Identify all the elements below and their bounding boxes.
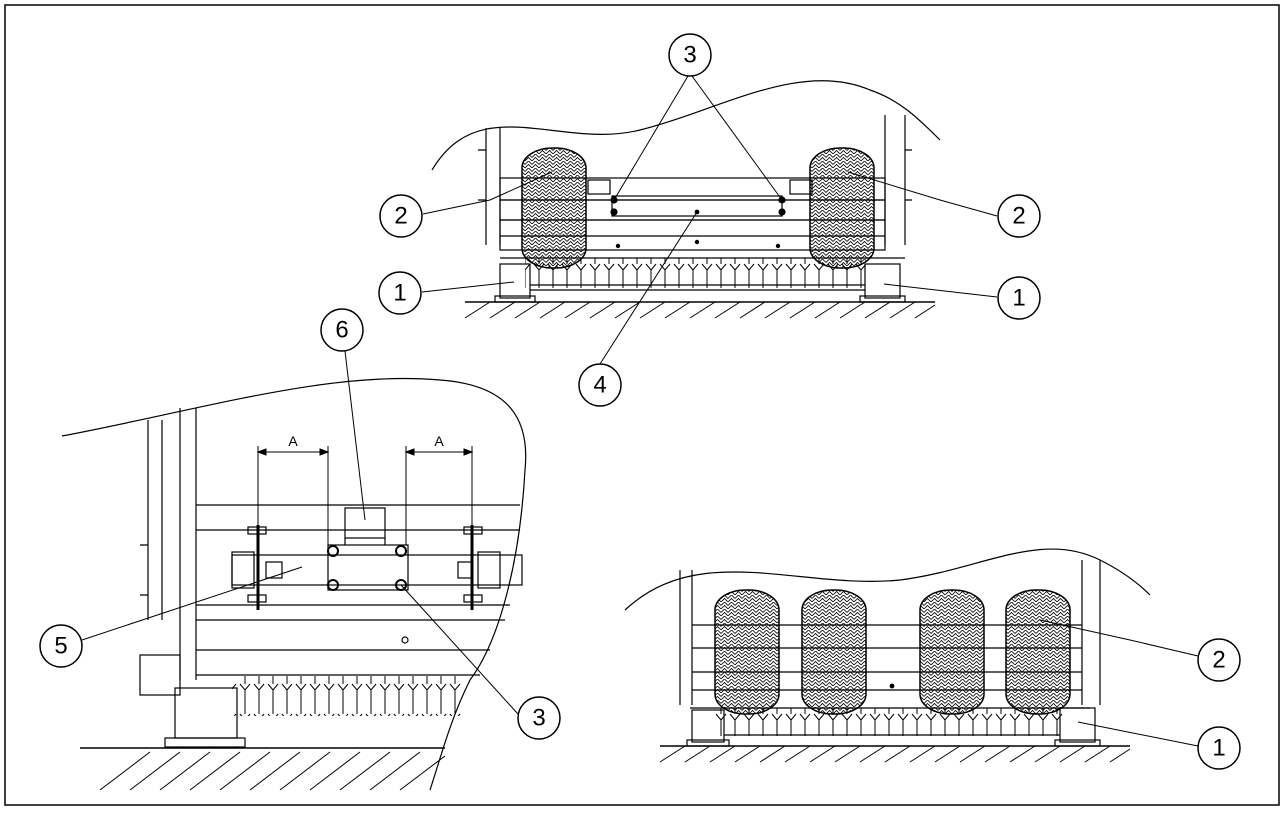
bottom-right-view-machine (624, 548, 1151, 747)
callout-top-1-right-label: 1 (1012, 285, 1025, 312)
detail-ground-hatching (99, 751, 446, 791)
callout-br-1-label: 1 (1212, 735, 1225, 762)
top-ground-hatching (464, 301, 936, 319)
callout-top-2-left: 2 (379, 194, 423, 238)
callout-mid-6-label: 6 (335, 317, 348, 344)
callout-br-1: 1 (1197, 726, 1241, 770)
detail-view-axle-mount (61, 377, 527, 791)
callout-top-2-left-label: 2 (394, 203, 407, 230)
callout-top-1-left: 1 (378, 271, 422, 315)
callout-top-4-label: 4 (593, 372, 606, 399)
dimension-a-right-label: A (434, 433, 444, 449)
callout-mid-5-label: 5 (54, 633, 67, 660)
callout-top-2-right: 2 (997, 194, 1041, 238)
callout-br-2: 2 (1197, 638, 1241, 682)
callout-mid-6: 6 (320, 308, 364, 352)
callout-mid-3: 3 (517, 696, 561, 740)
top-break-line (431, 80, 941, 171)
callout-top-3: 3 (668, 33, 712, 77)
leader-lines (81, 75, 1199, 747)
dimension-a-lines (256, 446, 474, 545)
br-ground-hatching (659, 745, 1131, 763)
dimension-a-left-label: A (288, 433, 298, 449)
detail-break-line (61, 377, 527, 791)
callout-top-1-right: 1 (997, 276, 1041, 320)
callout-top-3-label: 3 (683, 42, 696, 69)
top-view-machine (431, 80, 941, 303)
callout-br-2-label: 2 (1212, 647, 1225, 674)
outer-border (4, 4, 1280, 806)
callout-top-2-right-label: 2 (1012, 203, 1025, 230)
callout-mid-3-label: 3 (532, 705, 545, 732)
br-break-line (624, 548, 1151, 611)
callout-top-1-left-label: 1 (393, 280, 406, 307)
callout-top-4: 4 (578, 363, 622, 407)
callout-mid-5: 5 (39, 624, 83, 668)
